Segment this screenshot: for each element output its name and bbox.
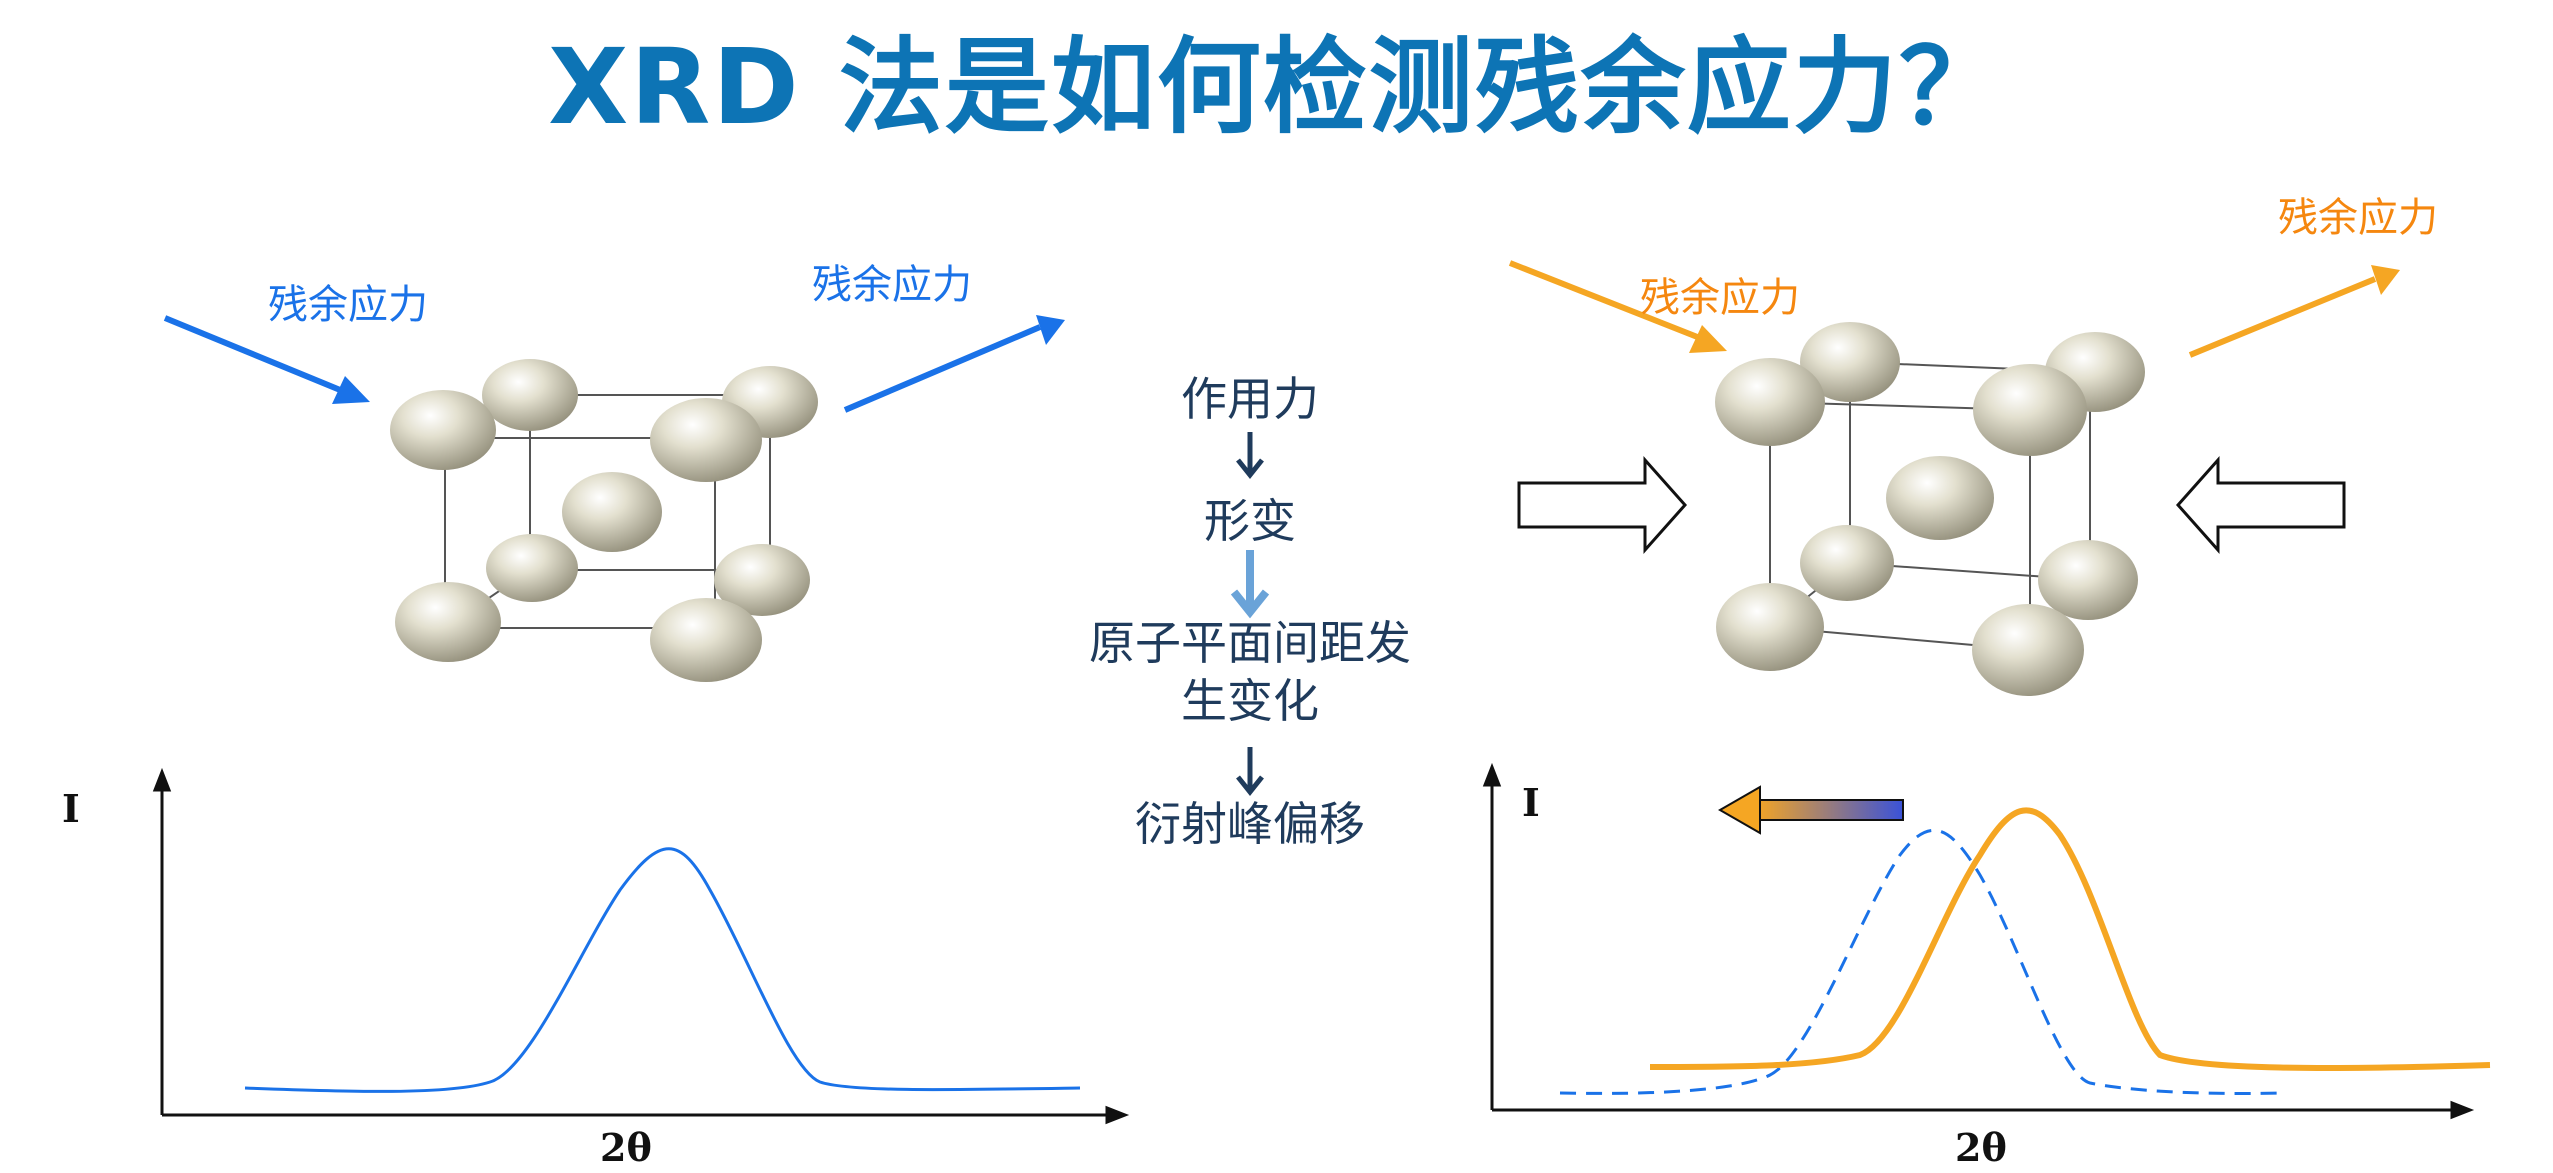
page-title: XRD 法是如何检测残余应力？ [548,26,2005,148]
shifted-peak [1649,807,2491,1071]
left-crystal-diagram [390,359,818,682]
right-stress-arrow-out [2188,265,2400,358]
left-stress-arrow-out [843,315,1065,413]
left-xrd-chart [152,767,1130,1125]
atom [486,534,578,602]
atom [1716,583,1824,671]
flow-step-deform: 形变 [1204,494,1296,548]
atom [1972,604,2084,696]
flow-arrow-1 [1236,432,1264,480]
right-stress-arrow-in [1508,260,1727,353]
flow-arrow-3 [1236,747,1264,797]
atom [1800,322,1900,402]
flow-arrow-2 [1230,550,1270,619]
right-axis-x-label: 2θ [1955,1125,2007,1170]
atom [1973,364,2087,456]
atom [714,544,810,616]
gradient-left-arrow-icon [1717,785,1904,835]
left-axis-x-label: 2θ [600,1125,652,1170]
atom [395,582,501,662]
left-diffraction-peak [244,847,1081,1093]
flow-step-spacing-line1: 原子平面间距发 [1089,616,1411,670]
left-stress-arrow-in [163,315,370,404]
atom [562,472,662,552]
atom [1715,358,1825,446]
left-stress-label-in: 残余应力 [268,282,428,328]
flow-step-spacing-line2: 生变化 [1181,674,1319,728]
arrow-right-outline-icon [1517,456,1688,554]
right-axis-y-label: I [1522,780,1540,825]
right-crystal-diagram [1715,322,2145,696]
flow-step-peak-shift: 衍射峰偏移 [1135,797,1365,851]
atom [2038,540,2138,620]
flow-step-spacing: 原子平面间距发 生变化 [1030,614,1470,730]
atom [482,359,578,431]
right-stress-label-out: 残余应力 [2278,195,2438,241]
atom [390,390,496,470]
atom [1886,456,1994,540]
atom [650,598,762,682]
right-stress-label-in: 残余应力 [1640,275,1800,321]
left-axis-y-label: I [62,786,80,831]
atom [650,398,762,482]
atom [1800,525,1894,601]
arrow-left-outline-icon [2175,456,2346,554]
reference-peak-dashed [1559,828,2281,1095]
flow-step-force: 作用力 [1181,372,1319,426]
right-xrd-chart [1482,762,2491,1120]
left-stress-label-out: 残余应力 [812,262,972,308]
